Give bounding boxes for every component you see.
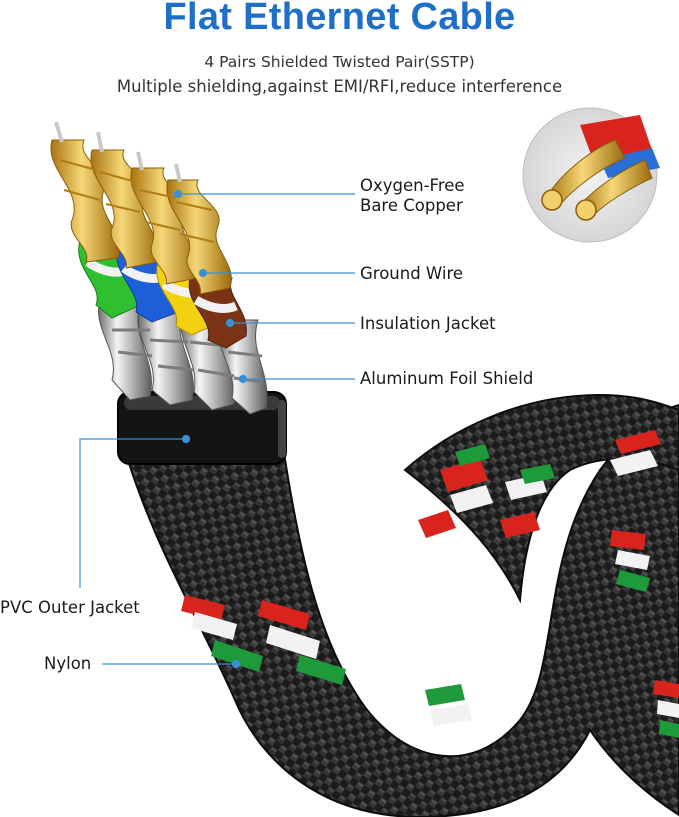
label-nylon: Nylon [44,654,92,673]
label-oxygen-free-line1: Oxygen-Free [360,176,465,195]
copper-detail-inset [522,107,660,243]
label-insulation-jacket: Insulation Jacket [360,314,496,333]
label-aluminum-foil-shield: Aluminum Foil Shield [360,369,534,388]
label-ground-wire: Ground Wire [360,264,464,283]
label-oxygen-free-line2: Bare Copper [360,196,463,215]
subtitle-shielding: Multiple shielding,against EMI/RFI,reduc… [116,77,563,96]
leader-lines [79,189,355,669]
page-title: Flat Ethernet Cable [163,0,516,38]
label-pvc-outer-jacket: PVC Outer Jacket [0,598,140,617]
braid-color-accents [181,430,679,738]
copper-strands [50,121,232,295]
twisted-pairs [50,121,268,415]
braided-cable-body [120,393,679,817]
label-oxygen-free-copper: Oxygen-Free Bare Copper [360,176,465,216]
subtitle-sstp: 4 Pairs Shielded Twisted Pair(SSTP) [204,53,475,71]
